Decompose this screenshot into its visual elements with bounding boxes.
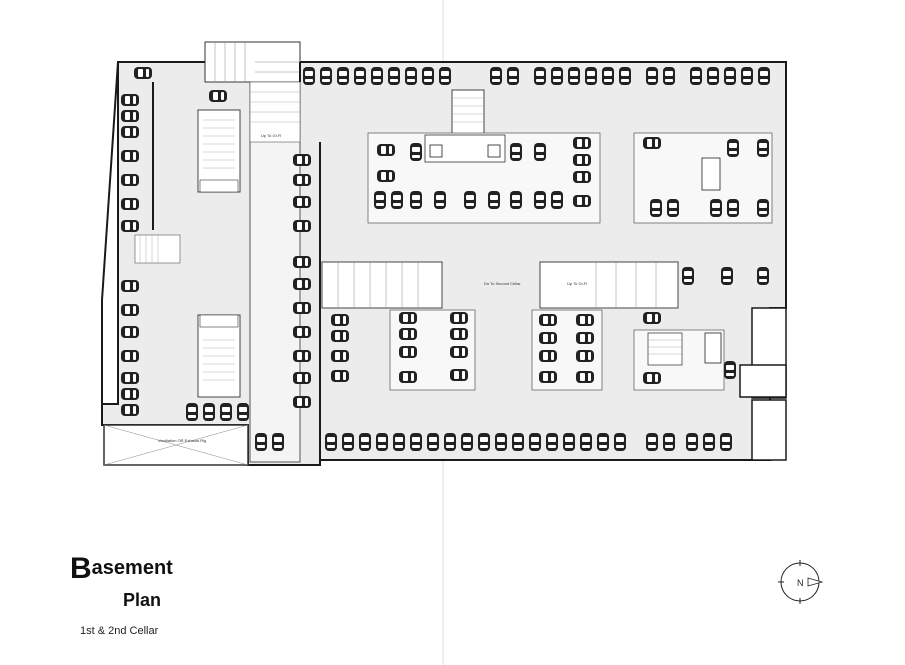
ramp-label-up-center: Up To Gr.Fl (567, 281, 588, 286)
plan-subtitle: 1st & 2nd Cellar (80, 625, 159, 637)
title-line-2: Plan (123, 590, 162, 610)
title-line-1: Basement (70, 552, 173, 585)
compass-n-label: N (797, 578, 804, 588)
ramp-label-up-left: Up To Gr.Fl (261, 133, 282, 138)
ramp-left (249, 81, 301, 463)
north-compass: N (778, 560, 824, 611)
ramp-up-ground (539, 261, 679, 309)
ventilation-label: Ventilation OR Exhaust Rig (158, 438, 207, 443)
ramp-label-down-second: Dn To Second Cellar (484, 281, 521, 286)
lift-core-upper (197, 109, 241, 193)
ramp-down-second-cellar (321, 261, 443, 309)
